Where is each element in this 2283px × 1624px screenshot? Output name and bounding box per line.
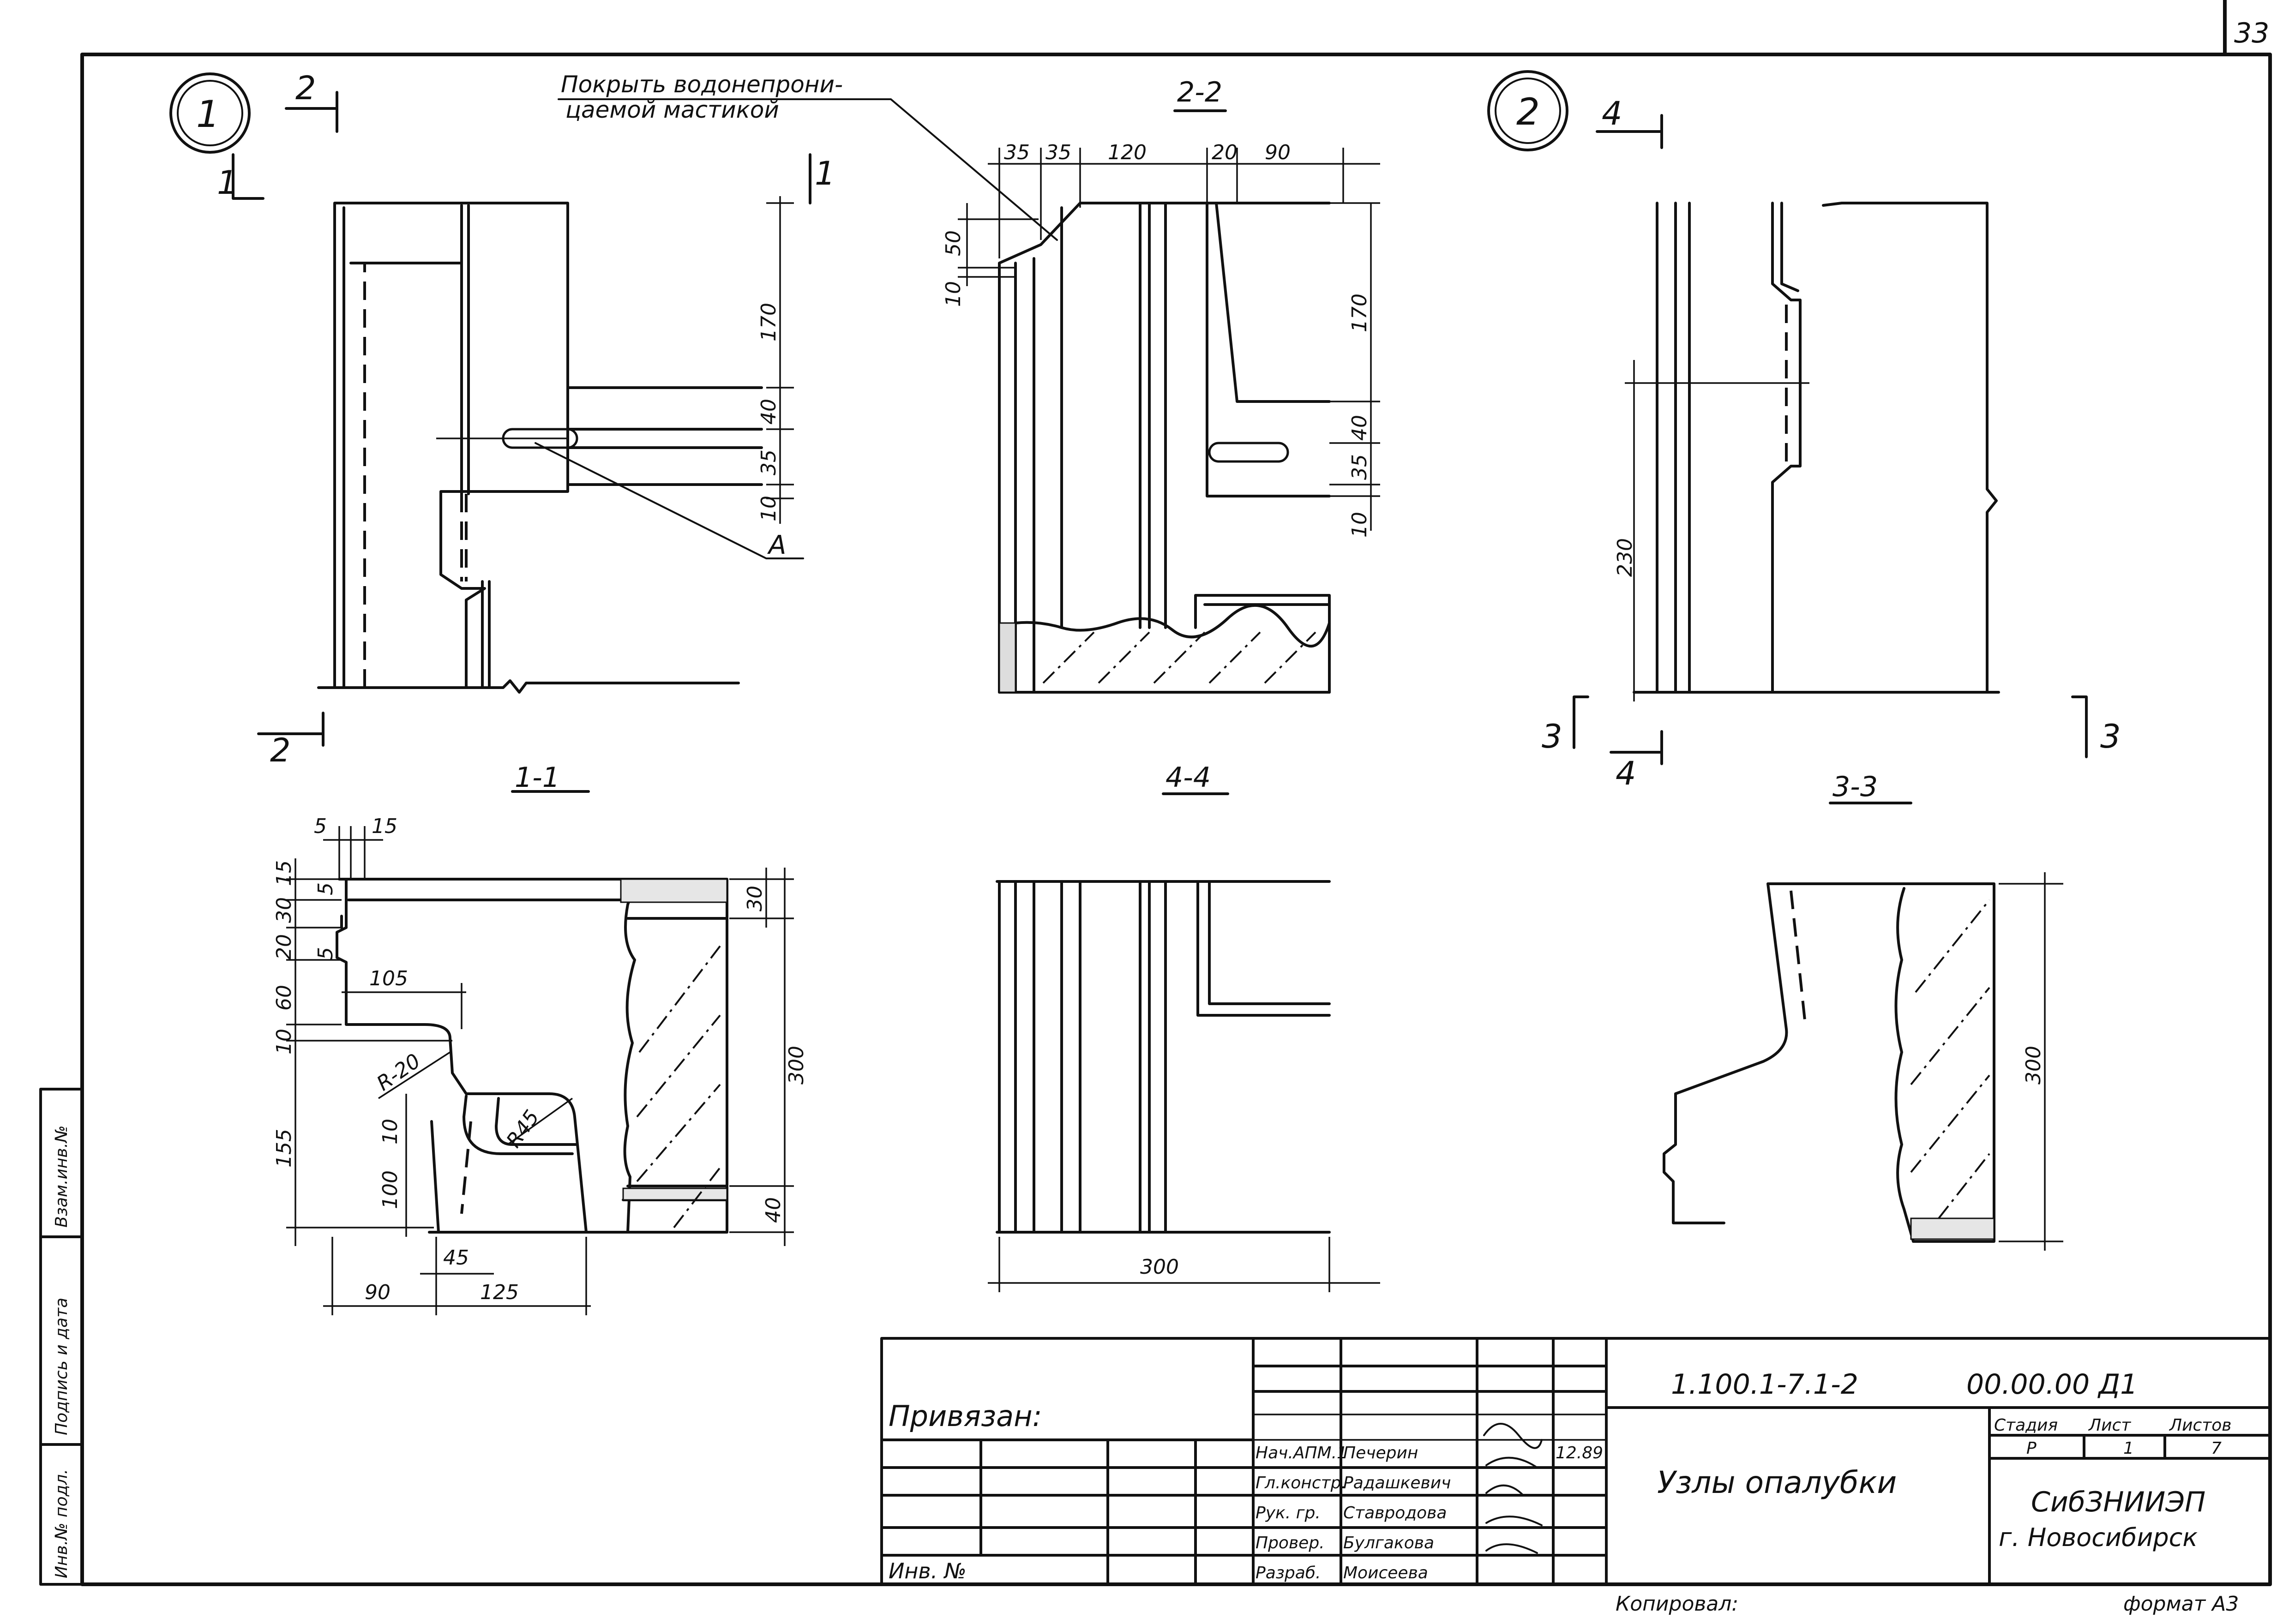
s22-right-40: 40 xyxy=(1348,415,1371,441)
tb-doc-code: 1.100.1-7.1-2 xyxy=(1671,1368,1858,1401)
s22-top-35a: 35 xyxy=(1004,141,1030,164)
s22-top-90: 90 xyxy=(1265,141,1291,164)
tb-name-2: Радашкевич xyxy=(1343,1474,1451,1492)
section-2-2: 2-2 35 35 120 20 90 xyxy=(942,76,1380,694)
section-3-3-title: 3-3 xyxy=(1832,771,1878,803)
s11-left-10b: 10 xyxy=(378,1119,402,1145)
node1-dim-40: 40 xyxy=(757,399,781,425)
cut-1-right-label: 1 xyxy=(815,155,835,192)
s11-left-15: 15 xyxy=(272,860,296,886)
note-line-2: цаемой мастикой xyxy=(565,96,779,123)
node-2-marker: 2 xyxy=(1516,90,1540,133)
s11-left-60: 60 xyxy=(272,985,296,1011)
s11-bottom-125: 125 xyxy=(480,1281,519,1304)
s33-right-300: 300 xyxy=(2022,1046,2045,1085)
node1-dim-35: 35 xyxy=(757,449,781,475)
sheet-number: 33 xyxy=(2234,17,2269,49)
section-1-1: 1-1 15 5 30 xyxy=(272,761,808,1315)
s44-bottom-300: 300 xyxy=(1140,1255,1179,1279)
cut-4-bottom-label: 4 xyxy=(1616,755,1636,792)
title-block: Привязан: Инв. № Нач.АПМ.1 Гл.констр. Ру… xyxy=(880,1337,2271,1586)
copied-label: Копировал: xyxy=(1616,1592,1738,1616)
s22-right-10: 10 xyxy=(1348,512,1371,538)
s22-right-35: 35 xyxy=(1348,454,1371,480)
node-2-view: 2 4 230 3 3 4 xyxy=(1487,70,2121,792)
note-line-1: Покрыть водонепрони- xyxy=(561,71,843,98)
leader-a-label: A xyxy=(767,530,786,560)
s22-right-170: 170 xyxy=(1348,294,1371,332)
tb-col-stage: Стадия xyxy=(1994,1416,2058,1435)
s11-right-30: 30 xyxy=(743,886,767,911)
tb-role-2: Гл.констр. xyxy=(1256,1474,1346,1492)
waterproof-note: Покрыть водонепрони- цаемой мастикой xyxy=(558,71,1058,241)
s22-left-50: 50 xyxy=(942,230,965,256)
tb-inv-label: Инв. № xyxy=(889,1558,967,1583)
s11-right-300: 300 xyxy=(785,1046,808,1085)
tb-doc-suffix: 00.00.00 Д1 xyxy=(1966,1368,2138,1401)
s11-left-10: 10 xyxy=(272,1029,296,1055)
tb-city: г. Новосибирск xyxy=(1999,1523,2198,1552)
section-4-4-title: 4-4 xyxy=(1166,761,1211,794)
cut-2-bottom-label: 2 xyxy=(270,731,291,769)
node-1-view: 1 2 1 1 A 170 40 35 1 xyxy=(169,69,835,769)
s11-left-30: 30 xyxy=(272,897,296,923)
section-2-2-title: 2-2 xyxy=(1177,76,1222,108)
tb-title: Узлы опалубки xyxy=(1657,1465,1897,1500)
s11-inner-r20: R-20 xyxy=(372,1049,425,1096)
s11-left-5a: 5 xyxy=(314,882,337,895)
cut-4-top-label: 4 xyxy=(1602,95,1622,132)
signature-marks xyxy=(1483,1423,1543,1554)
s11-top-15: 15 xyxy=(372,815,397,838)
tb-org: СибЗНИИЭП xyxy=(2031,1486,2205,1518)
cut-2-top-label: 2 xyxy=(295,69,316,107)
s11-inner-45: 45 xyxy=(443,1246,469,1270)
s11-left-20: 20 xyxy=(272,934,296,960)
tb-role-1: Нач.АПМ.1 xyxy=(1256,1444,1347,1462)
tb-role-5: Разраб. xyxy=(1256,1564,1321,1582)
node-1-marker: 1 xyxy=(196,93,220,136)
tb-name-1: Печерин xyxy=(1343,1444,1418,1462)
tb-sheet: 1 xyxy=(2123,1439,2134,1458)
cut-3-right-label: 3 xyxy=(2100,718,2121,755)
format-label: формат А3 xyxy=(2123,1592,2239,1616)
tb-name-3: Ставродова xyxy=(1343,1504,1447,1522)
section-3-3: 3-3 300 xyxy=(1663,771,2063,1251)
s11-left-100: 100 xyxy=(378,1170,402,1209)
tb-col-sheet: Лист xyxy=(2088,1416,2131,1435)
tb-bound-label: Привязан: xyxy=(889,1399,1042,1433)
strip-inv-label: Инв.№ подл. xyxy=(52,1469,71,1578)
node2-dim-230: 230 xyxy=(1613,538,1637,577)
tb-name-5: Моисеева xyxy=(1343,1564,1428,1582)
s11-right-40: 40 xyxy=(762,1197,785,1223)
s22-left-10: 10 xyxy=(942,281,965,307)
section-4-4: 4-4 300 xyxy=(988,761,1380,1292)
node1-dim-10: 10 xyxy=(757,496,781,521)
tb-role-3: Рук. гр. xyxy=(1256,1504,1321,1522)
s11-left-5b: 5 xyxy=(314,947,337,960)
cut-3-left-label: 3 xyxy=(1542,718,1562,755)
s11-top-5: 5 xyxy=(314,815,327,838)
node1-dim-170: 170 xyxy=(757,303,781,342)
tb-sheets: 7 xyxy=(2211,1439,2222,1458)
tb-name-4: Булгакова xyxy=(1343,1534,1434,1552)
s22-top-35b: 35 xyxy=(1045,141,1071,164)
s11-left-155: 155 xyxy=(272,1129,296,1168)
s11-inner-105: 105 xyxy=(369,967,408,990)
s22-top-20: 20 xyxy=(1212,141,1238,164)
s11-bottom-90: 90 xyxy=(365,1281,391,1304)
tb-stage: Р xyxy=(2026,1439,2037,1458)
tb-date: 12.89 xyxy=(1556,1444,1603,1462)
tb-col-sheets: Листов xyxy=(2169,1416,2231,1435)
strip-sign-label: Подпись и дата xyxy=(52,1298,71,1435)
section-1-1-title: 1-1 xyxy=(515,761,560,794)
left-strip: Инв.№ подл. Подпись и дата Взам.инв.№ xyxy=(39,1088,84,1586)
strip-replace-label: Взам.инв.№ xyxy=(52,1125,71,1228)
tb-role-4: Провер. xyxy=(1256,1534,1325,1552)
s22-top-120: 120 xyxy=(1108,141,1147,164)
